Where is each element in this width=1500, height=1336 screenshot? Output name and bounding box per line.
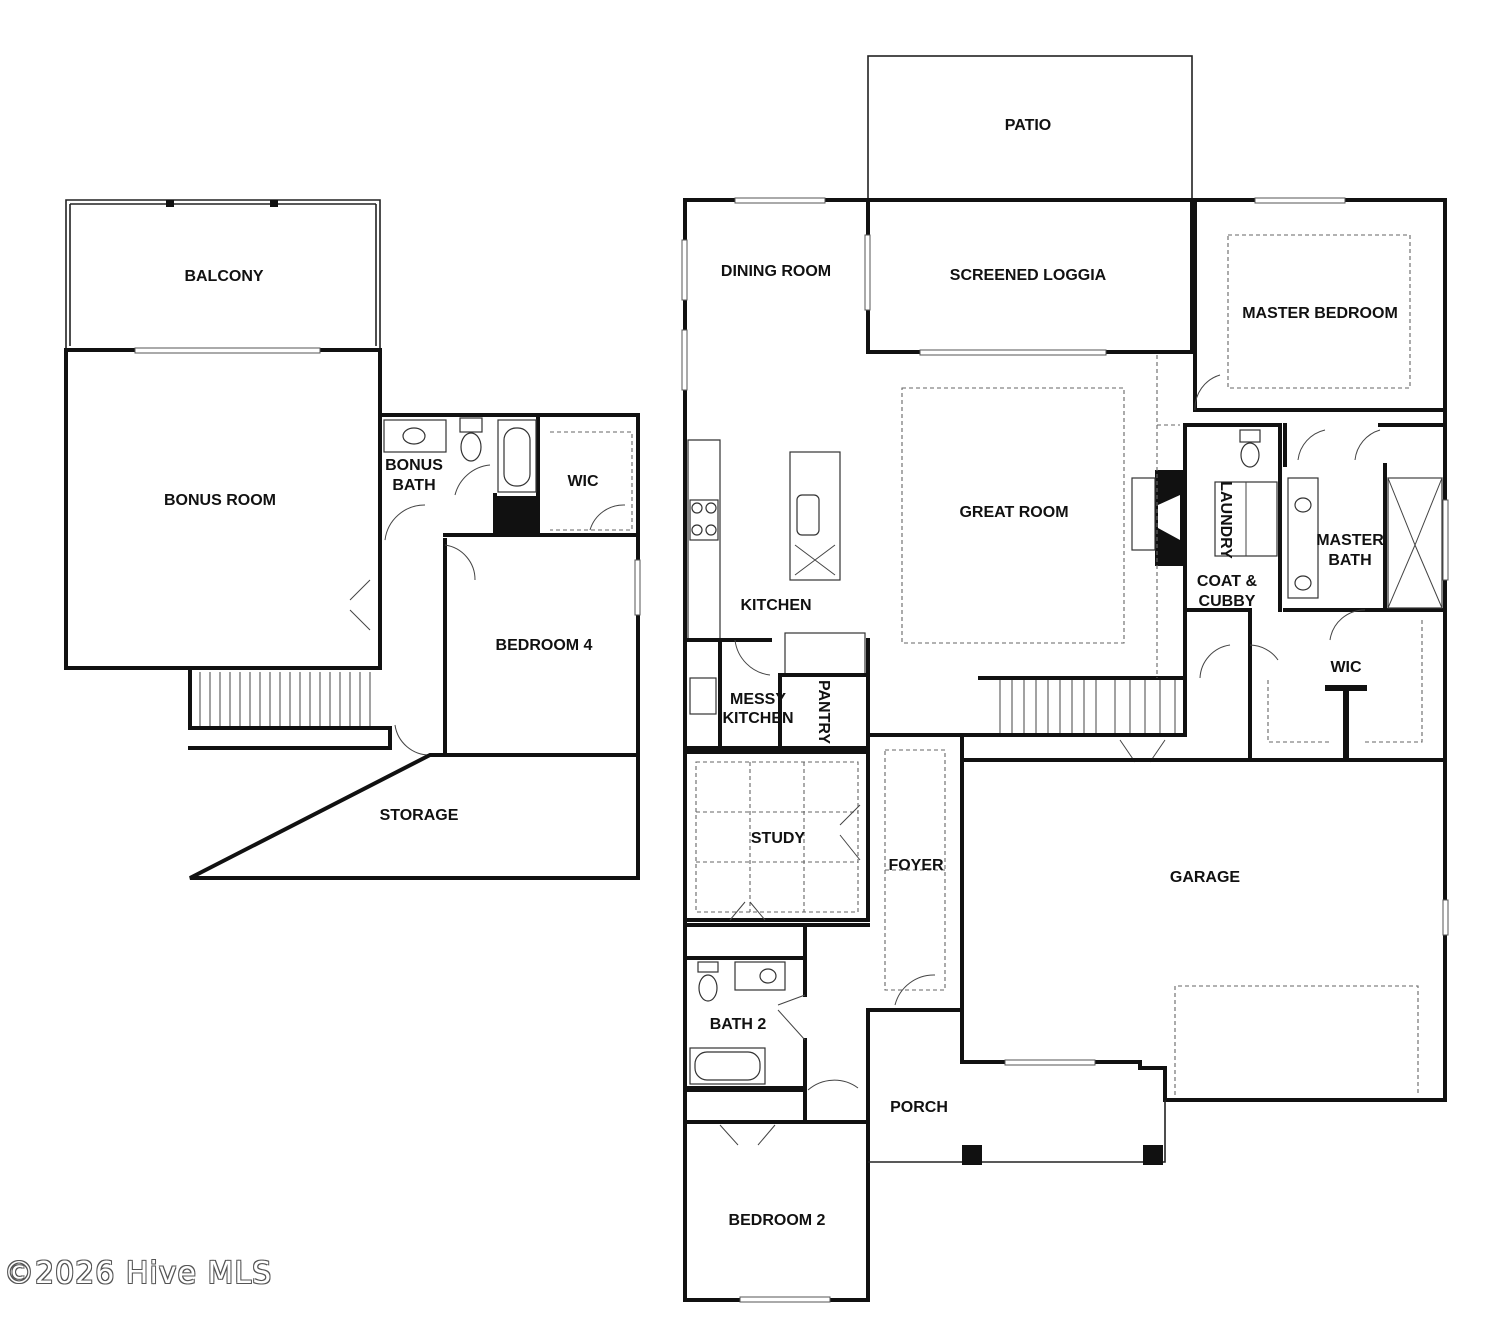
bath2-walls <box>683 923 870 1124</box>
label-coat-cubby-2: CUBBY <box>1199 593 1256 610</box>
great-room-outline <box>901 387 1125 644</box>
label-great-room: GREAT ROOM <box>959 504 1068 521</box>
main-floor <box>681 55 1449 1303</box>
label-master-bath-2: BATH <box>1328 552 1371 569</box>
upper-floor <box>64 199 641 880</box>
label-storage: STORAGE <box>380 807 459 824</box>
room-labels: BALCONY BONUS ROOM BONUS BATH WIC BEDROO… <box>164 117 1398 1229</box>
garage-door <box>1174 985 1419 1095</box>
study-walls <box>683 750 870 922</box>
label-laundry: LAUNDRY <box>1217 481 1234 559</box>
main-stair-walls <box>960 676 1187 737</box>
label-balcony: BALCONY <box>184 268 263 285</box>
label-bath-2: BATH 2 <box>710 1016 767 1033</box>
label-screened-loggia: SCREENED LOGGIA <box>950 267 1107 284</box>
main-outer-walls <box>683 198 1447 1302</box>
label-bedroom-4: BEDROOM 4 <box>496 637 593 654</box>
label-master-bath-1: MASTER <box>1316 532 1384 549</box>
bonus-room-walls <box>64 348 382 670</box>
label-dining-room: DINING ROOM <box>721 263 831 280</box>
storage-walls <box>188 726 640 880</box>
upper-stair <box>188 666 392 730</box>
label-bonus-room: BONUS ROOM <box>164 492 276 509</box>
label-coat-cubby-1: COAT & <box>1197 573 1258 590</box>
study-grid <box>695 761 859 913</box>
label-bonus-bath-2: BATH <box>392 477 435 494</box>
label-pantry: PANTRY <box>815 680 832 744</box>
label-foyer: FOYER <box>888 857 944 874</box>
label-bedroom-2: BEDROOM 2 <box>729 1212 826 1229</box>
label-wic-upper: WIC <box>567 473 599 490</box>
label-kitchen: KITCHEN <box>740 597 811 614</box>
watermark: ©2026 Hive MLS <box>4 1256 273 1291</box>
label-bonus-bath-1: BONUS <box>385 457 443 474</box>
label-patio: PATIO <box>1005 117 1052 134</box>
label-master-bedroom: MASTER BEDROOM <box>1242 305 1398 322</box>
label-study: STUDY <box>751 830 806 847</box>
label-porch: PORCH <box>890 1099 948 1116</box>
label-messy-kitchen-1: MESSY <box>730 691 786 708</box>
label-messy-kitchen-2: KITCHEN <box>722 710 793 727</box>
laundry-walls <box>1183 423 1447 762</box>
label-garage: GARAGE <box>1170 869 1241 886</box>
balcony-railing <box>65 199 381 350</box>
foyer-outline <box>884 749 946 991</box>
label-wic-master: WIC <box>1330 659 1362 676</box>
messy-kitchen-walls <box>683 638 870 750</box>
